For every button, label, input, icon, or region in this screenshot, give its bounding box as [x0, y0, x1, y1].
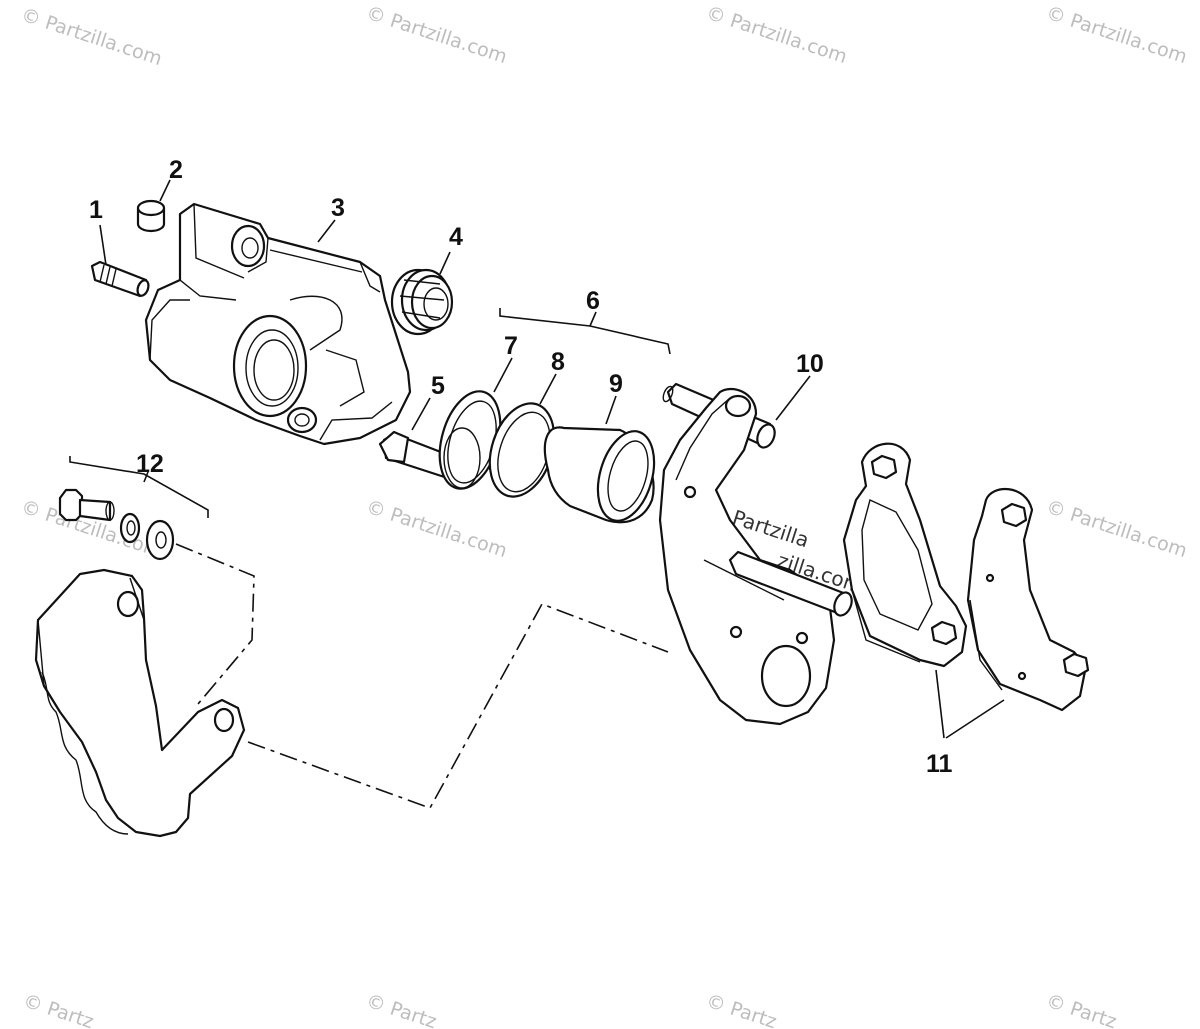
- callout-11: 11: [926, 750, 953, 778]
- callout-10: 10: [796, 350, 824, 378]
- callout-6: 6: [586, 287, 600, 315]
- part-7-seal: [438, 357, 513, 490]
- part-9-piston: [543, 395, 656, 524]
- watermark: © Partzilla.com: [18, 4, 164, 70]
- callout-8: 8: [551, 348, 565, 376]
- mounting-arm: [34, 568, 246, 838]
- watermark: © Partz: [1043, 990, 1119, 1029]
- part-11-brake-pads: [842, 442, 1090, 739]
- callout-2: 2: [169, 156, 183, 184]
- watermark: © Partz: [703, 990, 779, 1029]
- part-10-caliper-bracket: [658, 375, 853, 726]
- part-6-piston-kit-bracket: [499, 308, 671, 355]
- part-12-bolt-and-washers: [58, 456, 209, 561]
- watermark: © Partzilla.com: [1043, 496, 1189, 562]
- callout-1: 1: [89, 196, 103, 224]
- callout-7: 7: [504, 332, 518, 360]
- callout-12: 12: [136, 450, 164, 478]
- watermark: © Partz: [363, 990, 439, 1029]
- watermark: © Partzilla.com: [363, 496, 509, 562]
- watermark: © Partz: [20, 990, 96, 1029]
- assembly-lines: [175, 543, 669, 809]
- part-3-caliper-body: [144, 202, 412, 446]
- callout-5: 5: [431, 372, 445, 400]
- part-2-plug: [136, 179, 171, 233]
- part-1-bleeder-screw: [90, 224, 150, 298]
- callouts: 1 2 3 4 6 7 8 9 5 10 12 11: [89, 156, 953, 778]
- watermark: © Partzilla.com: [363, 2, 509, 68]
- watermark: © Partzilla.com: [703, 2, 849, 68]
- part-4-dust-boot: [390, 251, 454, 336]
- callout-3: 3: [331, 194, 345, 222]
- callout-9: 9: [609, 370, 623, 398]
- watermark: © Partzilla.com: [1043, 2, 1189, 68]
- callout-4: 4: [449, 223, 463, 251]
